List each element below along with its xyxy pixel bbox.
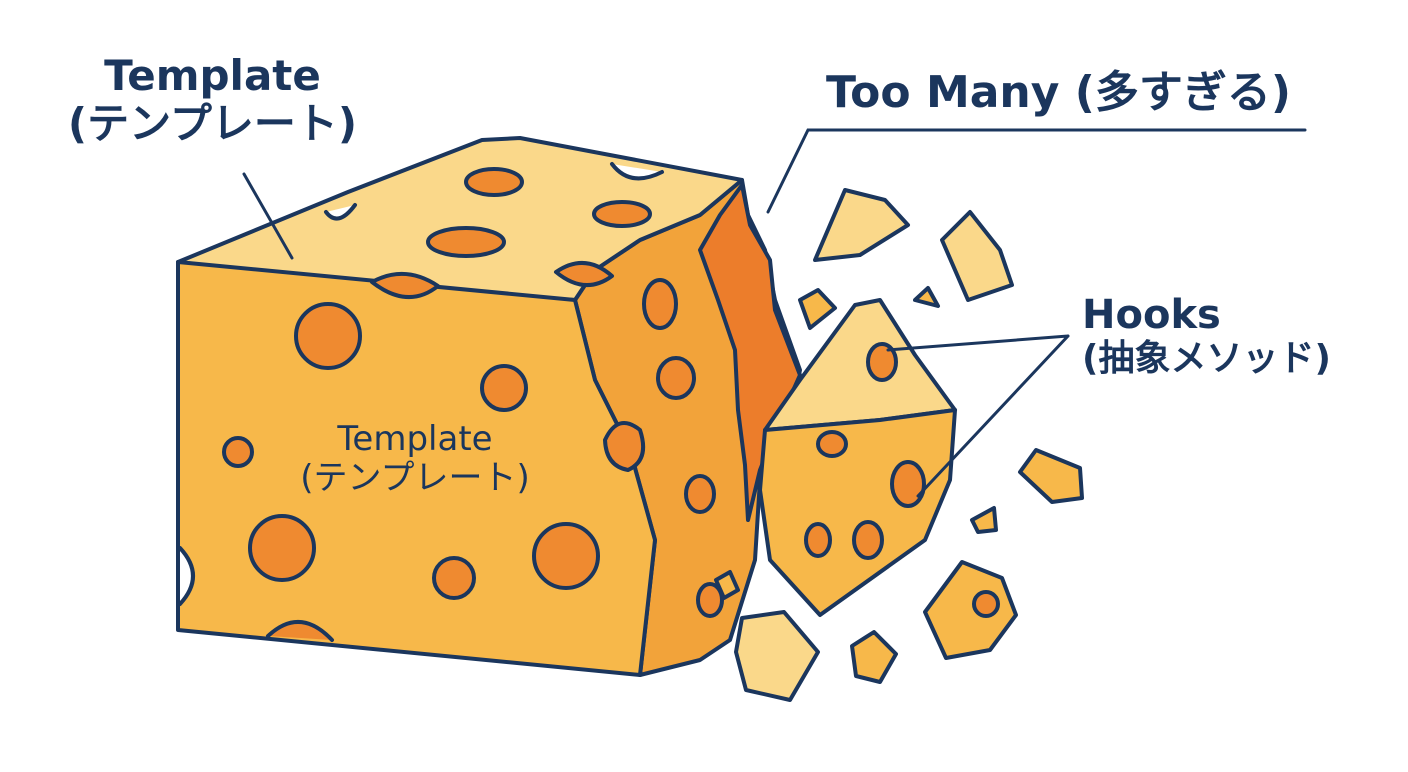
- template-front-label: Template (テンプレート): [280, 419, 550, 499]
- template-front-subtitle: (テンプレート): [300, 458, 530, 499]
- cheese-crumb: [734, 610, 820, 702]
- cheese-broken-inner: [698, 183, 802, 522]
- cheese-hole: [656, 356, 696, 400]
- cheese-hole: [642, 278, 678, 330]
- cheese-hole: [480, 364, 528, 412]
- cheese-hole: [222, 436, 254, 468]
- cheese-hole: [532, 522, 600, 590]
- cheese-hole: [972, 590, 1000, 618]
- cheese-crumb: [940, 210, 1014, 302]
- cheese-hole: [804, 522, 832, 558]
- cheese-hole: [178, 546, 195, 606]
- cheese-crumb: [798, 288, 837, 330]
- hooks-label: Hooks (抽象メソッド): [1082, 292, 1331, 379]
- cheese-crumb: [1018, 448, 1084, 504]
- template-top-callout-line: [242, 172, 294, 260]
- cheese-hole: [696, 582, 724, 618]
- template-front-title: Template: [337, 419, 493, 459]
- cheese-hole: [370, 271, 440, 300]
- cheese-crumb: [923, 560, 1018, 660]
- hooks-callout-line: [886, 334, 1070, 498]
- hooks-subtitle: (抽象メソッド): [1082, 338, 1331, 379]
- cheese-crumb: [714, 570, 740, 600]
- cheese-hole: [852, 520, 884, 560]
- cheese-crumb: [850, 630, 898, 684]
- cheese-hole: [294, 302, 362, 370]
- cheese-crumb: [970, 506, 998, 534]
- cheese-hole: [890, 460, 926, 508]
- hooks-title: Hooks: [1082, 292, 1221, 338]
- cheese-hole: [603, 420, 645, 472]
- cheese-hole: [248, 514, 316, 582]
- too-many-label: Too Many (多すぎる): [826, 67, 1291, 118]
- cheese-hole: [426, 226, 506, 258]
- cheese-crumb: [813, 188, 910, 262]
- cheese-hole: [266, 620, 334, 642]
- cheese-hole: [554, 260, 614, 288]
- cheese-hole: [816, 430, 848, 458]
- template-top-title: Template: [104, 51, 321, 100]
- cheese-hole: [592, 200, 652, 228]
- cheese-hole: [866, 342, 898, 382]
- template-top-subtitle: (テンプレート): [67, 99, 358, 149]
- template-top-label: Template (テンプレート): [40, 51, 385, 149]
- cheese-hole: [432, 556, 476, 600]
- too-many-callout-line: [766, 128, 1307, 214]
- top-edge-bite: [324, 203, 357, 221]
- cheese-hole: [684, 474, 716, 514]
- top-edge-bite: [610, 162, 664, 181]
- cheese-hole: [464, 167, 524, 197]
- cheese-wedge-front: [758, 408, 957, 617]
- cheese-crumb: [913, 286, 940, 308]
